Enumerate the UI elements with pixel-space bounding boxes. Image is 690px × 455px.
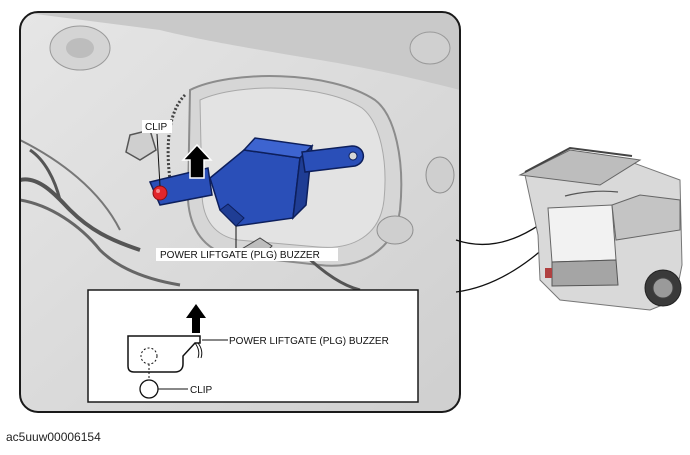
clip-marker: [152, 185, 168, 201]
inset-schematic-panel: POWER LIFTGATE (PLG) BUZZER CLIP: [87, 289, 419, 403]
figure-code: ac5uuw00006154: [6, 430, 101, 444]
inset-buzzer-label: POWER LIFTGATE (PLG) BUZZER: [229, 336, 389, 347]
main-clip-callout: CLIP: [142, 120, 172, 187]
removal-direction-arrow: [181, 143, 213, 179]
inset-bracket-outline: [127, 335, 201, 373]
inset-clip-circle: [139, 379, 159, 399]
main-clip-label: CLIP: [145, 122, 168, 133]
main-buzzer-label: POWER LIFTGATE (PLG) BUZZER: [160, 250, 320, 261]
main-buzzer-callout: POWER LIFTGATE (PLG) BUZZER: [156, 226, 338, 261]
vehicle-rear-illustration: [518, 146, 683, 311]
inset-arrow: [186, 304, 206, 333]
inset-clip-label: CLIP: [190, 385, 213, 396]
